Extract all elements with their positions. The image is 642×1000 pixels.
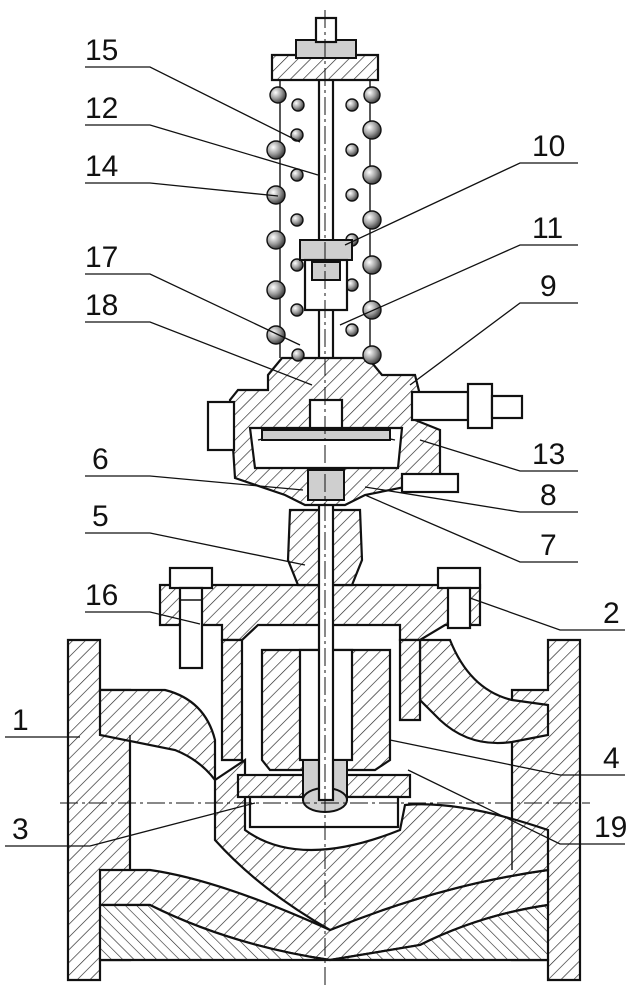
callout-2: 2 — [603, 597, 620, 630]
callout-16: 16 — [85, 579, 118, 612]
callout-leaders — [5, 66, 625, 847]
callout-17: 17 — [85, 241, 118, 274]
callout-labels: 15 12 14 10 11 17 18 9 13 6 8 5 7 16 2 1… — [12, 34, 627, 846]
callout-14: 14 — [85, 150, 118, 183]
actuator-housing — [206, 356, 524, 507]
valve-body — [66, 638, 582, 982]
flange-bolts — [168, 566, 482, 670]
callout-5: 5 — [92, 500, 109, 533]
callout-6: 6 — [92, 443, 109, 476]
callout-3: 3 — [12, 813, 29, 846]
callout-12: 12 — [85, 92, 118, 125]
callout-13: 13 — [532, 438, 565, 471]
callout-9: 9 — [540, 270, 557, 303]
callout-19: 19 — [594, 811, 627, 844]
callout-8: 8 — [540, 479, 557, 512]
callout-4: 4 — [603, 742, 620, 775]
callout-11: 11 — [532, 212, 563, 245]
callout-7: 7 — [540, 529, 557, 562]
callout-1: 1 — [12, 704, 29, 737]
callout-10: 10 — [532, 130, 565, 163]
callout-15: 15 — [85, 34, 118, 67]
spring-assembly — [266, 16, 382, 365]
callout-18: 18 — [85, 289, 118, 322]
